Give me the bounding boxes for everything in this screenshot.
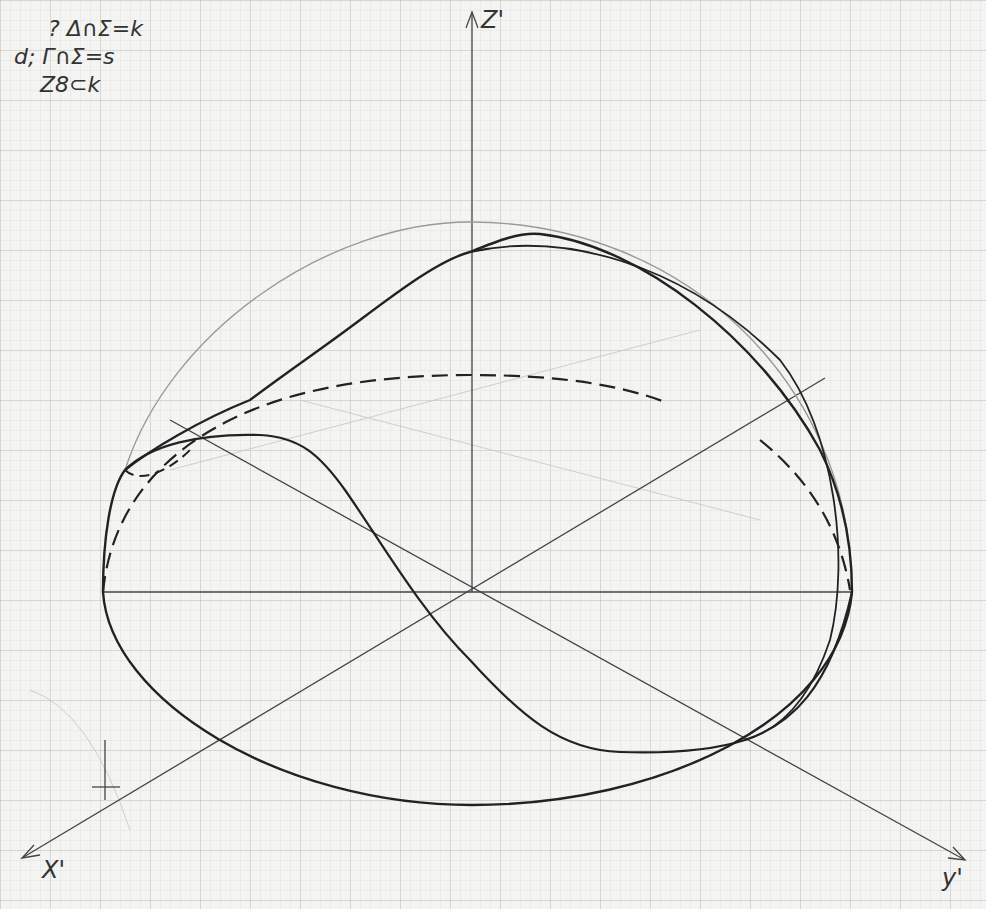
hidden-curve xyxy=(760,440,850,590)
section-contour xyxy=(103,234,852,592)
axis-label: X' xyxy=(42,858,65,882)
section-contour xyxy=(470,246,838,740)
axis-label: y' xyxy=(942,866,963,890)
axes xyxy=(22,12,965,860)
base-ellipse xyxy=(103,592,852,805)
problem-note: ? Δ∩Σ=k xyxy=(48,18,143,40)
construction-lines xyxy=(30,330,760,830)
axis-label: Z' xyxy=(481,8,504,32)
intersection-curve xyxy=(125,435,852,753)
problem-note: d; Γ∩Σ=s xyxy=(14,46,115,68)
problem-note: Z8⊂k xyxy=(40,74,100,96)
hidden-curve xyxy=(103,375,665,592)
